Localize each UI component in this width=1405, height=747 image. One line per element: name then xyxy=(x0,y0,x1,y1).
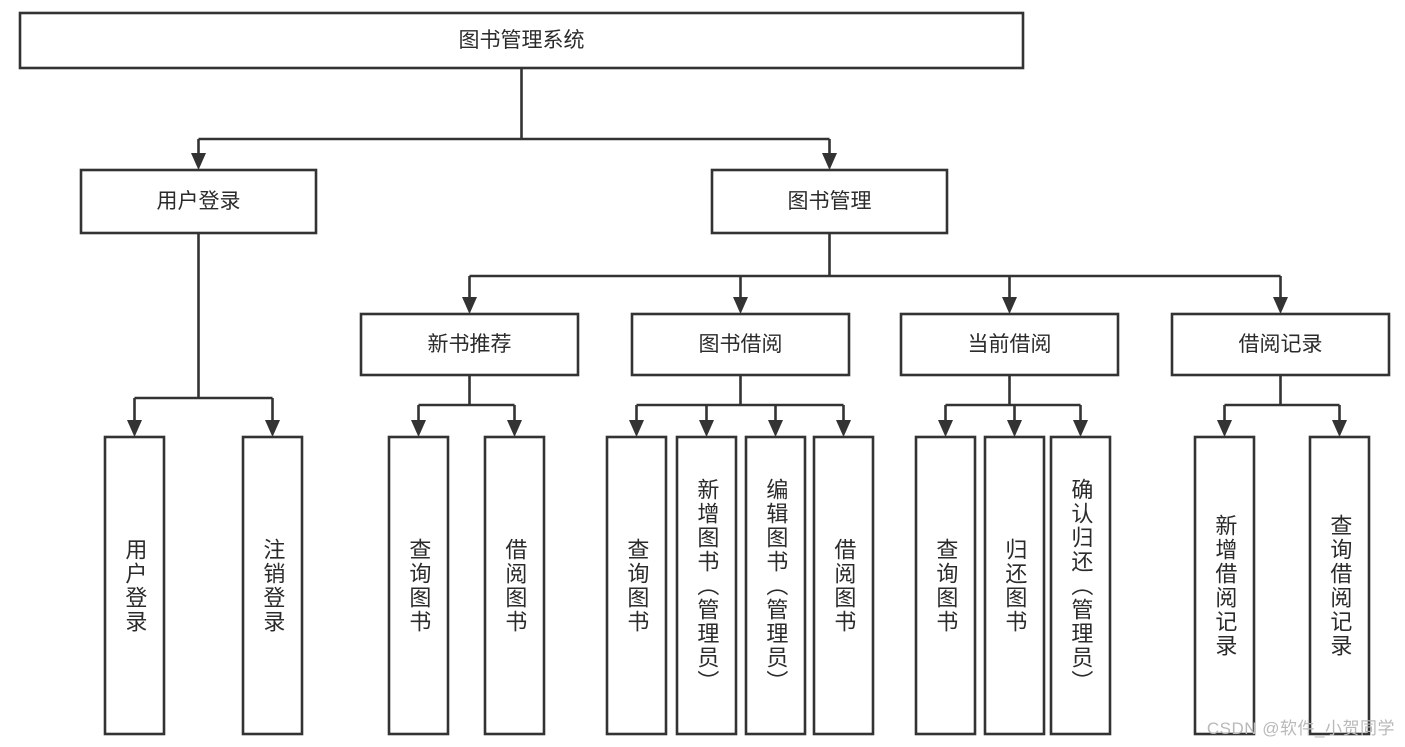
connector-arrowhead xyxy=(822,153,837,170)
node-new-book-rec[interactable] xyxy=(359,312,580,377)
connector-arrowhead xyxy=(1273,297,1288,314)
connector-arrowhead xyxy=(1217,420,1232,437)
node-book-management[interactable] xyxy=(710,168,949,235)
node-l-query-books-2[interactable] xyxy=(605,435,668,736)
node-user-login[interactable] xyxy=(79,168,318,235)
node-l-add-book[interactable] xyxy=(675,435,738,736)
node-label: 图书管理系统 xyxy=(459,29,585,52)
node-label: 图书借阅 xyxy=(699,333,783,356)
node-l-confirm-return[interactable] xyxy=(1049,435,1112,736)
node-borrow-record[interactable] xyxy=(1170,312,1391,377)
node-label: 新书推荐 xyxy=(428,333,512,356)
connector-arrowhead xyxy=(1332,420,1347,437)
connector-arrowhead xyxy=(127,420,142,437)
connector-arrowhead xyxy=(629,420,644,437)
node-current-borrow[interactable] xyxy=(899,312,1120,377)
node-l-borrow-books-1[interactable] xyxy=(483,435,546,736)
node-label: 借阅记录 xyxy=(1239,333,1323,356)
node-label: 当前借阅 xyxy=(968,333,1052,356)
node-label: 用户登录 xyxy=(157,190,241,213)
node-leaf-user-login[interactable] xyxy=(103,435,166,736)
connectors-layer xyxy=(127,68,1347,437)
connector-arrowhead xyxy=(507,420,522,437)
node-l-return-book[interactable] xyxy=(983,435,1046,736)
connector-arrowhead xyxy=(411,420,426,437)
connector-arrowhead xyxy=(1002,297,1017,314)
connector-arrowhead xyxy=(191,153,206,170)
connector-arrowhead xyxy=(1073,420,1088,437)
node-l-query-books-1[interactable] xyxy=(387,435,450,736)
connector-arrowhead xyxy=(733,297,748,314)
connector-arrowhead xyxy=(462,297,477,314)
node-label: 图书管理 xyxy=(788,190,872,213)
connector-arrowhead xyxy=(265,420,280,437)
connector-arrowhead xyxy=(1007,420,1022,437)
node-leaf-logout[interactable] xyxy=(241,435,304,736)
node-l-add-record[interactable] xyxy=(1193,435,1256,736)
connector-arrowhead xyxy=(768,420,783,437)
node-l-borrow-books-2[interactable] xyxy=(812,435,875,736)
node-l-query-books-3[interactable] xyxy=(914,435,977,736)
node-root-root[interactable] xyxy=(18,11,1025,70)
node-book-borrow[interactable] xyxy=(630,312,851,377)
node-l-edit-book[interactable] xyxy=(744,435,807,736)
connector-arrowhead xyxy=(836,420,851,437)
connector-arrowhead xyxy=(938,420,953,437)
connector-arrowhead xyxy=(699,420,714,437)
watermark-text: CSDN @软件_小贺同学 xyxy=(1206,719,1395,738)
node-l-query-record[interactable] xyxy=(1308,435,1371,736)
